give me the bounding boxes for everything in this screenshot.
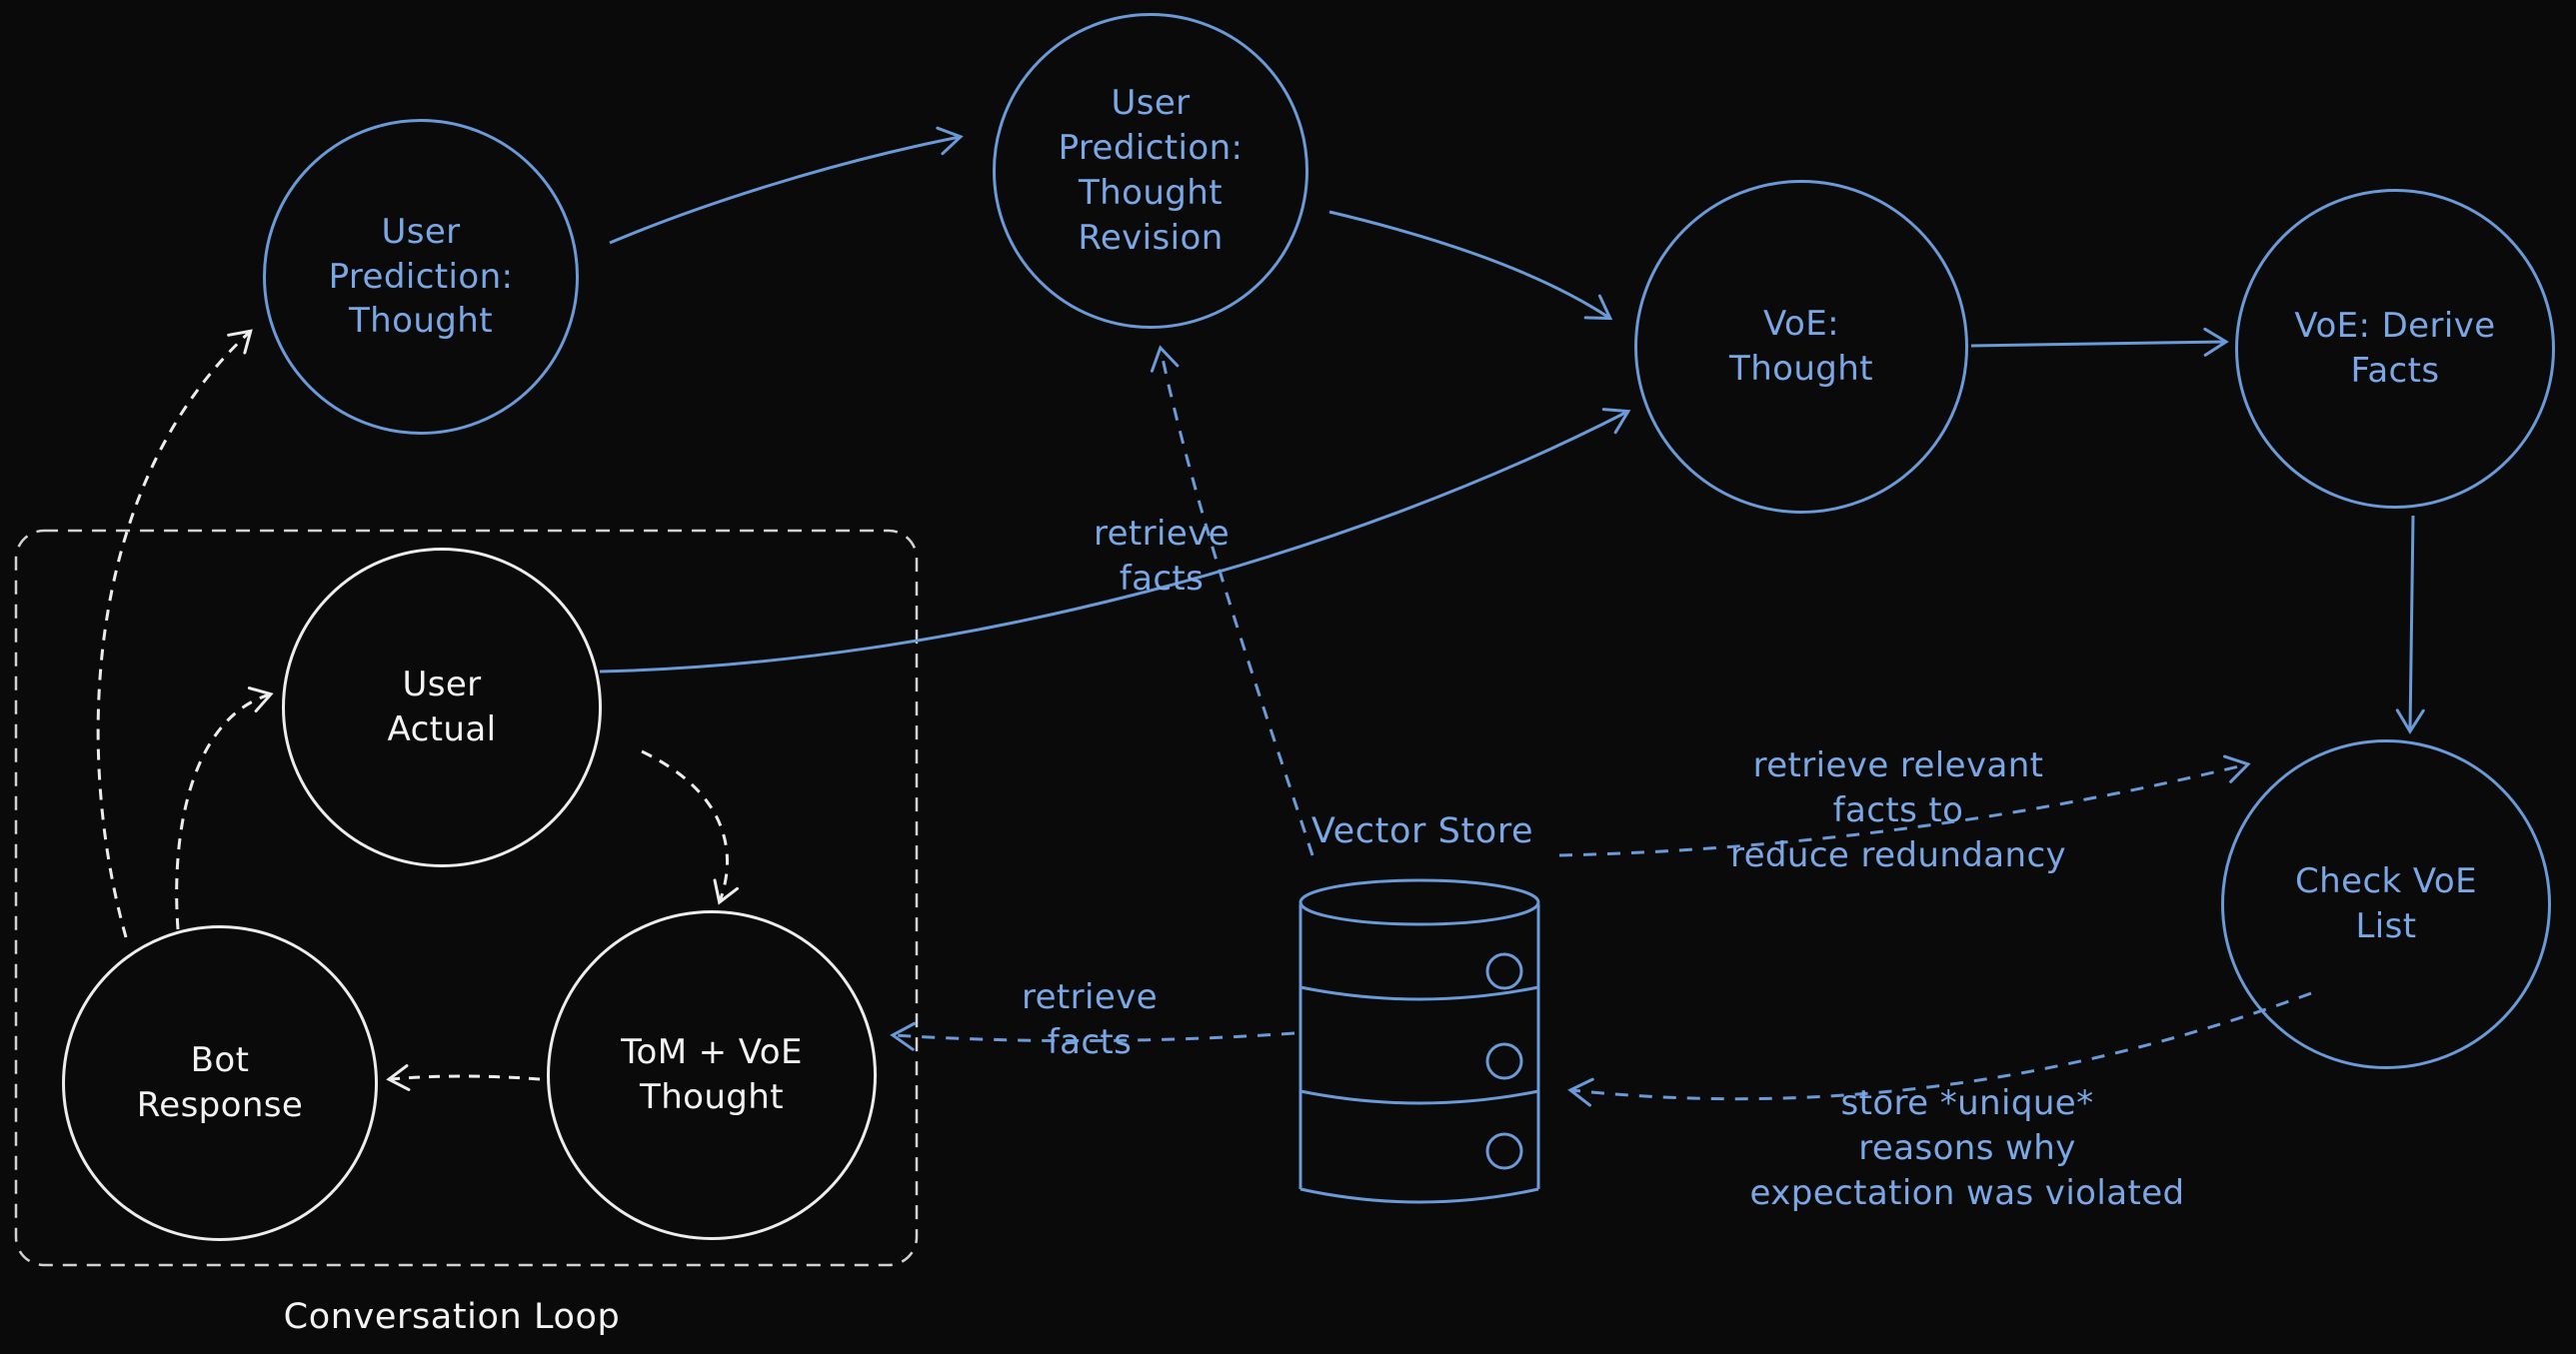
cylinder-bottom [1299,1187,1539,1204]
cylinder-separator-1 [1299,985,1539,1001]
annotation-retrieve-facts-top: retrieve facts [1093,514,1231,600]
vector-store-label: Vector Store [1310,811,1534,851]
cylinder-dot-2 [1485,1042,1523,1080]
annotation-retrieve-relevant-facts: retrieve relevant facts to reduce redund… [1729,745,2067,876]
arrow-user-actual-to-tom [641,749,739,905]
annotation-retrieve-facts-left: retrieve facts [1021,977,1159,1063]
node-user-prediction-thought-label: User Prediction: Thought [328,211,514,342]
cylinder-top [1298,878,1540,926]
node-check-voe-list-label: Check VoE List [2295,861,2477,946]
node-voe-derive-facts: VoE: Derive Facts [2235,189,2555,509]
node-voe-thought-label: VoE: Thought [1729,304,1873,389]
cylinder-dot-3 [1485,1132,1523,1170]
node-bot-response-label: Bot Response [136,1040,304,1125]
arrow-bot-to-user-prediction [96,329,253,938]
node-tom-voe-thought-label: ToM + VoE Thought [621,1032,803,1117]
node-user-actual: User Actual [282,548,602,867]
node-user-actual-label: User Actual [387,665,497,749]
node-voe-derive-facts-label: VoE: Derive Facts [2294,306,2496,391]
annotation-store-unique-reasons: store *unique* reasons why expectation w… [1749,1083,2185,1214]
arrow-derive-facts-to-check-voe [2395,515,2425,734]
arrow-revision-to-voe-thought [1328,210,1613,321]
arrow-prediction-to-revision [609,126,964,245]
cylinder-separator-2 [1299,1089,1539,1105]
node-user-prediction-thought-revision: User Prediction: Thought Revision [993,13,1308,329]
conversation-loop-label: Conversation Loop [283,1297,621,1337]
arrow-vector-store-to-tom [890,1021,1295,1051]
node-user-prediction-thought: User Prediction: Thought [263,119,579,435]
node-user-prediction-thought-revision-label: User Prediction: Thought Revision [1058,83,1244,258]
vector-store-cylinder [1298,878,1540,1204]
conversation-loop-box [14,529,919,1267]
node-voe-thought: VoE: Thought [1634,180,1968,514]
arrow-vector-store-to-check-voe [1558,754,2251,857]
arrow-voe-thought-to-derive-facts [1970,327,2229,357]
arrow-vector-store-to-revision [1150,345,1314,856]
arrow-bot-to-user-actual [175,686,274,930]
node-tom-voe-thought: ToM + VoE Thought [547,910,877,1240]
arrow-tom-to-bot [386,1064,541,1091]
node-check-voe-list: Check VoE List [2221,739,2551,1069]
cylinder-dot-1 [1485,952,1523,990]
arrow-user-actual-to-voe-thought [599,408,1631,674]
node-bot-response: Bot Response [62,925,378,1241]
